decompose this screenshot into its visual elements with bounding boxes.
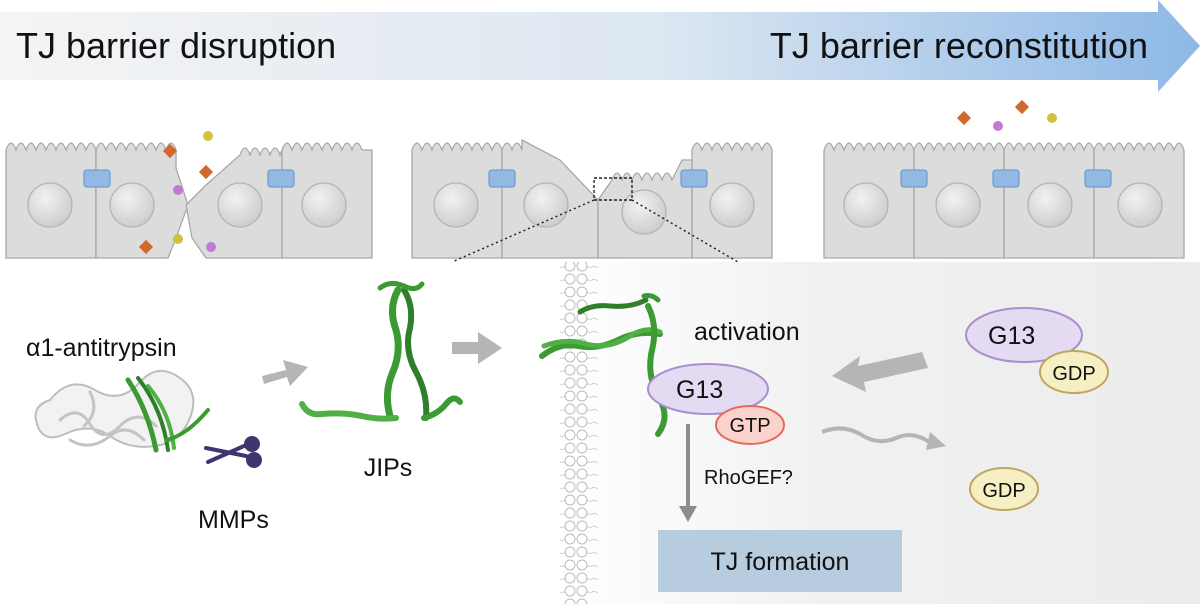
nucleus bbox=[27, 182, 73, 228]
gdp-bound-node bbox=[1039, 350, 1109, 394]
molecule-orange bbox=[1014, 99, 1030, 115]
molecule-orange bbox=[198, 164, 214, 180]
arrow-to-membrane bbox=[452, 332, 502, 364]
banner-arrow bbox=[0, 0, 1200, 92]
nucleus bbox=[523, 182, 569, 228]
nucleus bbox=[1117, 182, 1163, 228]
zoom-line bbox=[451, 199, 595, 263]
nucleus bbox=[433, 182, 479, 228]
nucleus bbox=[843, 182, 889, 228]
jips-label: JIPs bbox=[364, 454, 413, 482]
progress-banner: TJ barrier disruption TJ barrier reconst… bbox=[0, 0, 1200, 92]
g13-inactive-node bbox=[965, 307, 1083, 363]
banner-right-label: TJ barrier reconstitution bbox=[770, 25, 1148, 66]
molecule-purple bbox=[993, 121, 1003, 131]
molecule-yellow bbox=[1047, 113, 1057, 123]
zoom-line bbox=[631, 199, 739, 263]
molecules-reconstituted bbox=[956, 99, 1057, 131]
membrane-jips-icon bbox=[539, 293, 668, 437]
jips-peptide-icon bbox=[299, 280, 463, 422]
tight-junction bbox=[267, 169, 295, 188]
rhogef-label: RhoGEF? bbox=[704, 467, 793, 489]
arrow-rhogef-head bbox=[679, 506, 697, 522]
tight-junction bbox=[680, 169, 708, 188]
nucleus bbox=[301, 182, 347, 228]
epithelium-disrupted bbox=[5, 142, 373, 259]
molecule-yellow bbox=[203, 131, 213, 141]
scissors-icon bbox=[204, 436, 262, 468]
arrow-gdp-release bbox=[821, 426, 934, 446]
tight-junction bbox=[488, 169, 516, 188]
nucleus bbox=[109, 182, 155, 228]
molecule-purple bbox=[173, 185, 183, 195]
molecule-purple bbox=[206, 242, 216, 252]
nucleus bbox=[217, 182, 263, 228]
tight-junction bbox=[1084, 169, 1112, 188]
nucleus bbox=[1027, 182, 1073, 228]
tj-formation-box bbox=[658, 530, 902, 592]
gdp-released-label: GDP bbox=[982, 480, 1025, 502]
gdp-released-node bbox=[969, 467, 1039, 511]
nucleus bbox=[709, 182, 755, 228]
mmps-label: MMPs bbox=[198, 506, 269, 534]
nucleus bbox=[935, 182, 981, 228]
epithelium-reconstituted bbox=[823, 142, 1185, 259]
activation-label: activation bbox=[694, 318, 800, 346]
lipid-bilayer bbox=[560, 262, 598, 604]
tight-junction bbox=[992, 169, 1020, 188]
nucleus bbox=[621, 189, 667, 235]
molecule-orange bbox=[138, 239, 154, 255]
tight-junction bbox=[900, 169, 928, 188]
arrow-gdp-release-head bbox=[926, 432, 946, 450]
arrow-to-jips bbox=[262, 360, 308, 386]
epithelium-transitional bbox=[411, 138, 773, 259]
g13-active-node bbox=[647, 363, 769, 415]
alpha1-antitrypsin-label: α1-antitrypsin bbox=[26, 334, 177, 362]
g13-inactive-label: G13 bbox=[988, 322, 1035, 350]
molecule-orange bbox=[956, 110, 972, 126]
gtp-label: GTP bbox=[729, 415, 770, 437]
gtp-node bbox=[715, 405, 785, 445]
molecule-yellow bbox=[173, 234, 183, 244]
molecules-disrupted bbox=[138, 131, 216, 255]
tight-junction bbox=[83, 169, 111, 188]
tj-formation-label: TJ formation bbox=[711, 548, 850, 576]
banner-left-label: TJ barrier disruption bbox=[16, 25, 336, 66]
molecule-orange bbox=[162, 143, 178, 159]
gdp-bound-label: GDP bbox=[1052, 363, 1095, 385]
antitrypsin-structure-icon bbox=[34, 370, 210, 453]
g13-active-label: G13 bbox=[676, 376, 723, 404]
arrow-activation bbox=[832, 352, 928, 392]
